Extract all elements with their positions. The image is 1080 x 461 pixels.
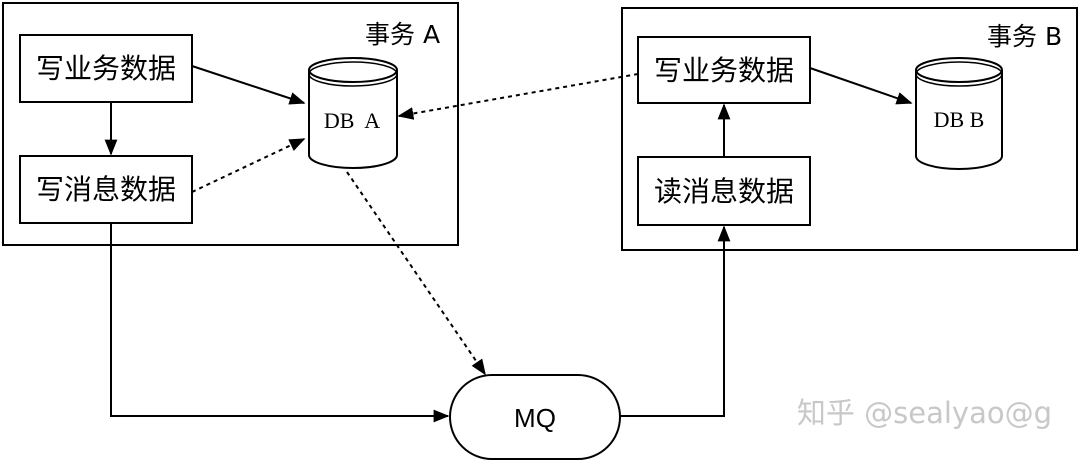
dashed-arrow-write-message-to-db-a [191,138,306,193]
mq-label: MQ [514,403,556,433]
read-message-data-box [637,156,811,226]
arrow-mq-to-read-message [620,225,731,417]
watermark-text: 知乎 @sealyao@g [797,396,1052,430]
transaction-b-box [621,7,1078,251]
transaction-a-title: 事务 A [365,20,440,49]
dashed-arrow-db-a-to-mq [346,171,486,376]
write-message-data-label: 写消息数据 [36,173,176,206]
dashed-arrow-write-business-b-to-db-a [397,73,639,120]
write-business-data-b-box [637,36,811,104]
arrow-write-business-b-to-db-b [809,67,913,105]
write-business-data-b-label: 写业务数据 [654,54,794,87]
db-b-label: DB B [934,107,985,132]
write-message-data-box [19,155,193,224]
arrow-write-message-to-mq [110,223,450,423]
db-a-label: DB A [324,108,380,133]
transaction-b-title: 事务 B [987,22,1062,51]
transaction-a-box [2,2,459,246]
db-b-cylinder: DB B [915,57,1003,170]
read-message-data-label: 读消息数据 [654,175,794,208]
arrow-write-business-to-db-a [191,65,306,105]
mq-node: MQ [449,374,621,460]
db-a-cylinder: DB A [308,57,398,169]
write-business-data-a-label: 写业务数据 [36,52,176,85]
write-business-data-a-box [19,34,193,103]
